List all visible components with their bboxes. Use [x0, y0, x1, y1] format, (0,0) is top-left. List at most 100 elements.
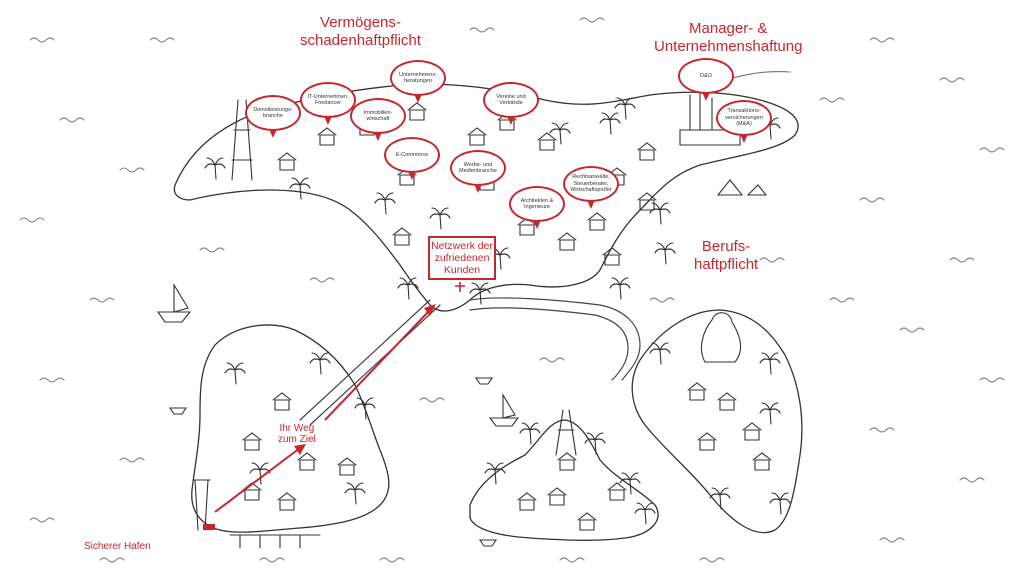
boat [168, 407, 188, 415]
upper-island [173, 83, 799, 312]
path-label: Ihr Weg zum Ziel [278, 423, 316, 445]
house [242, 432, 262, 451]
wave [759, 257, 785, 263]
house [577, 512, 597, 531]
palm-tree [599, 112, 621, 135]
palm-tree [614, 97, 636, 120]
path-arrow [324, 309, 431, 421]
network-sign: Netzwerk der zufriedenen Kunden [428, 236, 496, 280]
center-island [469, 419, 659, 541]
house [557, 452, 577, 471]
house [547, 487, 567, 506]
palm-tree [309, 352, 331, 375]
region-vermoegen-line2: schadenhaftpflicht [300, 32, 421, 49]
goal-figure [455, 282, 465, 292]
palm-tree [634, 502, 656, 525]
palm-tree [204, 157, 226, 180]
pin-label: Rechtsanwälte, Steuerberater, Wirtschaft… [570, 174, 612, 194]
pin-do[interactable]: D&O [678, 58, 734, 101]
harbor-label: Sicherer Hafen [84, 541, 151, 552]
palm-tree [289, 177, 311, 200]
palm-tree [429, 207, 451, 230]
house [277, 152, 297, 171]
pin-transaktion[interactable]: Transaktions-versicherungen (M&A) [716, 100, 772, 143]
pin-unternehmensberatung[interactable]: Unternehmens-beratungen [390, 60, 446, 103]
wave [579, 17, 605, 23]
sign-line2: zufriedenen [434, 252, 490, 264]
wave [29, 37, 55, 43]
sign-line3: Kunden [443, 264, 481, 276]
wave [119, 457, 145, 463]
house [392, 227, 412, 246]
pin-it[interactable]: IT-Unternehmen, Freelancer [300, 82, 356, 125]
wave [879, 537, 905, 543]
house [277, 492, 297, 511]
house [607, 482, 627, 501]
palm-tree [224, 362, 246, 385]
region-vermoegensschaden: Vermögens- schadenhaftpflicht [300, 14, 421, 50]
rocks [716, 179, 768, 196]
region-berufs: Berufs- haftpflicht [694, 238, 758, 274]
wave [379, 557, 405, 563]
palm-tree [584, 432, 606, 455]
region-berufs-line1: Berufs- [701, 238, 751, 255]
pin-architekten[interactable]: Architekten & Ingenieure [509, 186, 565, 229]
wave [419, 397, 445, 403]
lighthouse [192, 479, 211, 531]
house [557, 232, 577, 251]
wave [899, 327, 925, 333]
region-manager-line1: Manager- & [689, 20, 768, 37]
house [602, 247, 622, 266]
pin-rechtsanwaelte[interactable]: Rechtsanwälte, Steuerberater, Wirtschaft… [563, 166, 619, 209]
wave [99, 557, 125, 563]
house [317, 127, 337, 146]
house [272, 392, 292, 411]
house [537, 132, 557, 151]
pier [229, 534, 321, 549]
pin-werbe[interactable]: Werbe- und Medienbranche [450, 150, 506, 193]
palm-tree [549, 122, 571, 145]
right-island [631, 309, 803, 534]
pin-ecommerce[interactable]: E-Commerce [384, 137, 440, 180]
wave [649, 297, 675, 303]
pin-dienstleistung[interactable]: Dienstleistungs-branche [245, 95, 301, 138]
statue [700, 312, 742, 363]
palm-tree [619, 472, 641, 495]
wave [829, 297, 855, 303]
pin-label: D&O [700, 72, 712, 79]
palm-tree [649, 342, 671, 365]
pin-label: Dienstleistungs-branche [253, 106, 293, 120]
palm-tree [354, 397, 376, 420]
house [637, 142, 657, 161]
palm-tree [759, 402, 781, 425]
water-waves [19, 17, 1005, 563]
pin-immobilien[interactable]: Immobilien-wirtschaft [350, 98, 406, 141]
road [469, 297, 641, 381]
pin-label: Architekten & Ingenieure [520, 197, 554, 211]
wave [949, 257, 975, 263]
left-island [191, 324, 390, 533]
sailboat-center [488, 393, 520, 427]
wave [959, 477, 985, 483]
wave [979, 377, 1005, 383]
pin-label: E-Commerce [395, 151, 429, 158]
pin-vereine[interactable]: Vereine und Verbände [483, 82, 539, 125]
wave [869, 427, 895, 433]
house [517, 492, 537, 511]
wave [149, 37, 175, 43]
pin-label: Vereine und Verbände [496, 93, 526, 107]
wave [259, 557, 285, 563]
wave [309, 277, 335, 283]
tower-left [231, 99, 253, 181]
palm-tree [397, 277, 419, 300]
wave [699, 557, 725, 563]
house [742, 422, 762, 441]
sign-line1: Netzwerk der [431, 240, 493, 252]
region-manager: Manager- & Unternehmenshaftung [654, 20, 802, 56]
palm-trees [204, 97, 791, 525]
house [587, 212, 607, 231]
palm-tree [469, 282, 491, 305]
palm-tree [654, 242, 676, 265]
